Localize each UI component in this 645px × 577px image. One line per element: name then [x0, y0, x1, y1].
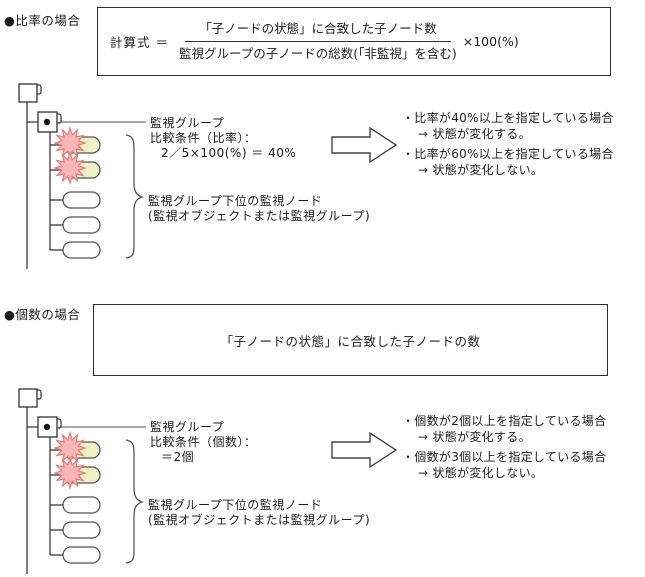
note-result: → 状態が変化しない。	[418, 163, 544, 177]
note: ・比率が40%以上を指定している場合 → 状態が変化する。	[402, 110, 614, 142]
ratio-tree-diagram	[18, 83, 398, 269]
child-node-pill	[62, 216, 101, 234]
note: ・個数が2個以上を指定している場合 → 状態が変化する。	[402, 413, 606, 445]
result-arrow-icon	[331, 431, 398, 469]
note-result: → 状態が変化する。	[418, 127, 531, 141]
count-tree-diagram	[18, 388, 398, 574]
tree-connector-lines	[26, 407, 64, 574]
child-node-pill	[62, 191, 101, 209]
note-case: ・比率が40%以上を指定している場合	[402, 111, 614, 125]
formula-numerator: 「子ノードの状態」に合致した子ノード数	[185, 21, 451, 42]
note: ・個数が3個以上を指定している場合 → 状態が変化しない。	[402, 449, 606, 481]
group-node-dot	[43, 118, 51, 126]
root-node	[18, 83, 42, 103]
condition-value: ＝2個	[161, 450, 195, 464]
result-arrow-icon	[331, 126, 398, 164]
formula-denominator: 監視グループの子ノードの総数(「非監視」を含む)	[178, 46, 457, 61]
child-node-pill	[62, 241, 101, 259]
formula-fraction: 「子ノードの状態」に合致した子ノード数 監視グループの子ノードの総数(「非監視」…	[179, 21, 457, 61]
note-case: ・個数が3個以上を指定している場合	[402, 450, 607, 464]
group-label: 監視グループ	[150, 420, 225, 434]
group-node-dot	[43, 423, 51, 431]
group-node	[37, 111, 62, 133]
formula-multiplier: ×100(%)	[462, 34, 519, 49]
group-label: 監視グループ	[150, 116, 225, 130]
note-result: → 状態が変化しない。	[418, 466, 544, 480]
child-node-pill	[62, 496, 101, 514]
child-node-pill	[62, 521, 101, 539]
note: ・比率が60%以上を指定している場合 → 状態が変化しない。	[402, 146, 614, 178]
section-ratio-heading: ●比率の場合	[4, 13, 81, 28]
count-definition-box: 「子ノードの状態」に合致した子ノードの数	[93, 304, 608, 376]
note-case: ・個数が2個以上を指定している場合	[402, 414, 607, 428]
condition-value: 2／5×100(%) ＝ 40%	[161, 146, 297, 160]
children-brace	[125, 439, 145, 564]
group-node	[37, 416, 62, 438]
note-case: ・比率が60%以上を指定している場合	[402, 147, 614, 161]
count-notes: ・個数が2個以上を指定している場合 → 状態が変化する。 ・個数が3個以上を指定…	[402, 413, 606, 485]
children-label-line1: 監視グループ下位の監視ノード	[148, 498, 323, 512]
condition-title: 比較条件（比率）：	[150, 131, 257, 145]
ratio-formula-box: 計算式 ＝ 「子ノードの状態」に合致した子ノード数 監視グループの子ノードの総数…	[97, 7, 611, 76]
tree-connector-lines	[26, 102, 64, 269]
count-definition-text: 「子ノードの状態」に合致した子ノードの数	[220, 333, 481, 349]
note-result: → 状態が変化する。	[418, 430, 531, 444]
children-label-line1: 監視グループ下位の監視ノード	[148, 194, 323, 208]
children-label-line2: (監視オブジェクトまたは監視グループ)	[148, 513, 371, 527]
children-brace	[125, 134, 145, 259]
root-node	[18, 388, 42, 408]
children-label-line2: (監視オブジェクトまたは監視グループ)	[148, 209, 371, 223]
section-count-heading: ●個数の場合	[4, 307, 81, 322]
condition-title: 比較条件（個数）：	[150, 435, 257, 449]
child-node-pill	[62, 546, 101, 564]
formula-label: 計算式 ＝	[110, 35, 169, 50]
ratio-notes: ・比率が40%以上を指定している場合 → 状態が変化する。 ・比率が60%以上を…	[402, 110, 614, 182]
